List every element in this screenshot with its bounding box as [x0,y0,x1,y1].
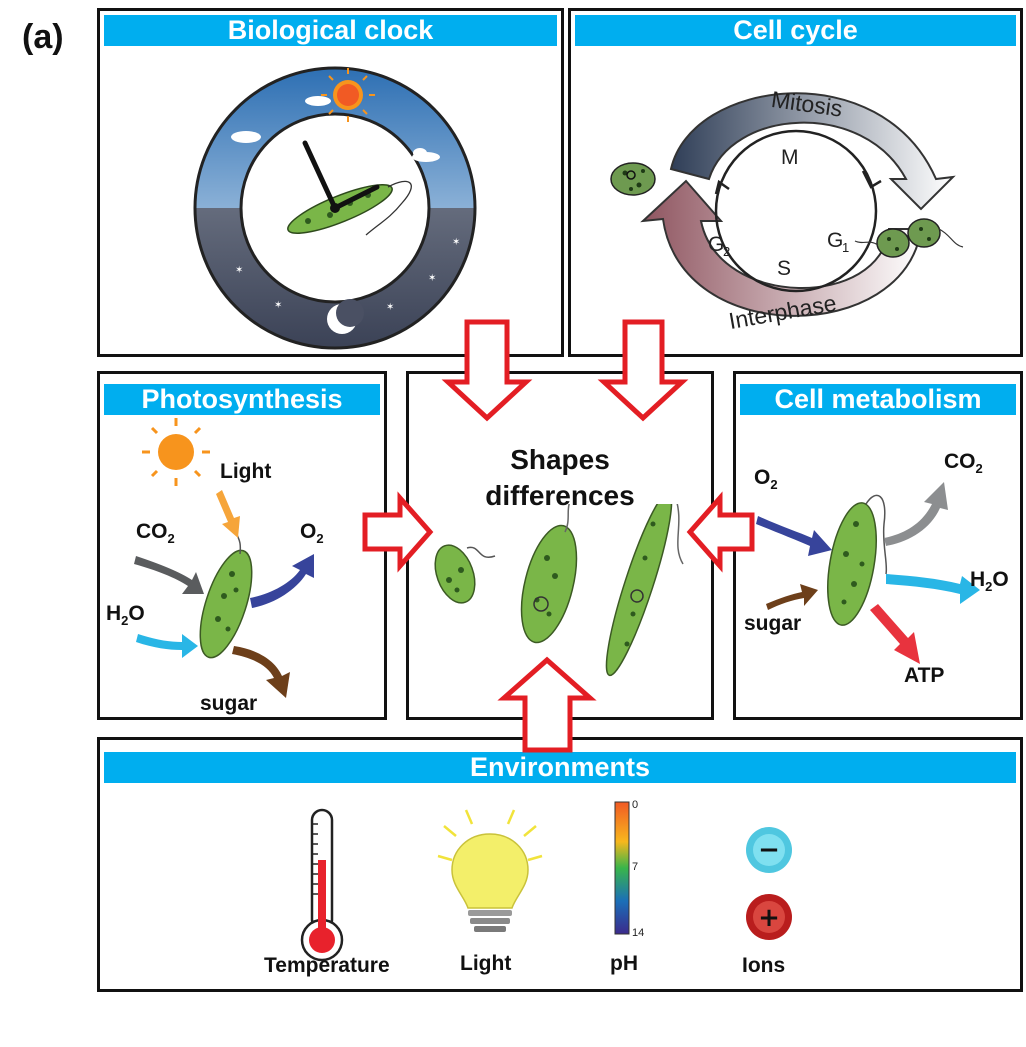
panel-environments: Environments [97,737,1023,992]
phase-m: M [781,146,799,169]
panel-title-cell-metabolism: Cell metabolism [740,384,1016,415]
clock-illustration: ✶ ✶ ✶ ✶ ✶ ✶ [193,66,477,350]
center-title-line2: differences [485,480,635,511]
thermometer-icon [300,808,344,962]
ph-scale-0: 0 [632,799,638,811]
metab-co2-label: CO2 [944,450,983,477]
light-bulb-icon [437,809,543,932]
figure-label: (a) [22,18,64,56]
photo-light-label: Light [220,460,272,483]
metab-atp-label: ATP [904,664,945,687]
ph-scale-bar [614,801,630,935]
atp-arrow [870,604,920,664]
svg-text:✶: ✶ [428,273,436,284]
photosynthesis-illustration [134,418,314,698]
h2o-arrow [886,574,980,604]
center-title-line1: Shapes [510,444,610,475]
phase-g1: G [827,229,843,252]
euglena-cell-single [610,162,656,196]
sugar-arrow [232,646,290,698]
euglena-cells-dividing [854,218,964,258]
euglena-cell-metab [827,494,888,626]
hour-hand [332,184,380,211]
euglena-cell-oval [520,504,578,644]
euglena-cell-elongated [605,504,684,677]
moon-icon [327,299,364,334]
env-ph-label: pH [610,952,638,975]
env-temperature-label: Temperature [264,954,390,977]
env-ions-label: Ions [742,954,786,977]
metab-h2o-label: H2O [970,568,1009,595]
panel-photosynthesis: Photosynthesis Light CO2 O2 H2O sugar [97,371,387,720]
ph-scale-7: 7 [632,861,638,873]
env-light-label: Light [460,952,512,975]
environment-icons: 0 7 14 − + [300,799,792,962]
panel-title-photosynthesis: Photosynthesis [104,384,380,415]
minute-hand [302,140,338,211]
panel-title-cell-cycle: Cell cycle [575,15,1016,46]
cell-cycle-diagram: M G 2 G 1 S Mitosis Interphase [610,86,964,334]
metab-o2-label: O2 [754,466,778,493]
cycle-ring [714,129,878,293]
positive-ion-icon: + [746,894,792,940]
co2-arrow [134,556,204,594]
panel-cell-cycle: Cell cycle M G 2 G 1 S Mitosis Interphas… [568,8,1023,357]
phase-s: S [777,257,791,280]
mitosis-arrow [669,92,956,211]
photo-co2-label: CO2 [136,520,175,547]
o2-arrow [250,554,314,608]
photo-o2-label: O2 [300,520,324,547]
panel-title-environments: Environments [104,752,1016,783]
panel-shapes-differences: Shapes differences [406,371,714,720]
panel-title-biological-clock: Biological clock [104,15,557,46]
sugar-arrow [766,584,818,610]
negative-ion-icon: − [746,827,792,873]
metabolism-illustration [756,482,980,664]
euglena-cell-photo [199,525,253,659]
sun-icon [142,418,210,486]
h2o-arrow [136,634,198,658]
interphase-arrow [640,179,923,317]
euglena-shapes [434,504,684,677]
svg-text:−: − [758,835,780,865]
svg-text:✶: ✶ [386,302,394,313]
svg-text:✶: ✶ [418,220,426,231]
svg-text:✶: ✶ [274,300,282,311]
o2-arrow [756,516,832,556]
sun-icon [321,68,375,122]
phase-g2: G [708,233,724,256]
photo-sugar-label: sugar [200,692,258,715]
panel-biological-clock: Biological clock [97,8,564,357]
star-icons: ✶ ✶ ✶ ✶ ✶ ✶ [235,220,460,313]
ph-scale-14: 14 [632,927,644,939]
cloud-icon [231,96,440,162]
phase-g1-sub: 1 [842,240,849,255]
svg-text:✶: ✶ [452,237,460,248]
photo-h2o-label: H2O [106,602,145,629]
light-arrow [216,490,240,538]
phase-g2-sub: 2 [723,244,730,259]
panel-cell-metabolism: Cell metabolism O2 CO2 H2O sugar ATP [733,371,1023,720]
co2-arrow [884,482,948,546]
svg-text:✶: ✶ [235,265,243,276]
svg-text:+: + [758,903,780,933]
euglena-cell-round [434,544,496,604]
metab-sugar-label: sugar [744,612,802,635]
